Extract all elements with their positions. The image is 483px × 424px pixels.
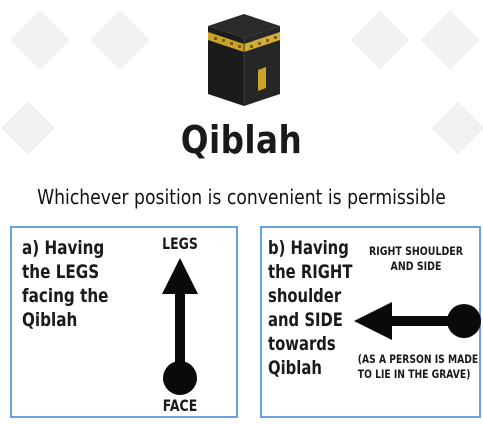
right-shoulder-label-line: AND SIDE — [390, 259, 442, 273]
panel-b-line: b) Having — [268, 237, 349, 259]
panel-a-line: the LEGS — [22, 261, 100, 283]
panel-a-line: facing the — [22, 285, 109, 307]
panel-a-line: a) Having — [22, 237, 105, 259]
panel-b-description: b) Having the RIGHT shoulder and SIDE to… — [268, 236, 352, 380]
panel-legs-facing-qiblah: a) Having the LEGS facing the Qiblah LEG… — [10, 226, 238, 418]
grave-note-line: TO LIE IN THE GRAVE) — [357, 367, 471, 381]
panel-a-line: Qiblah — [22, 309, 78, 331]
panel-b-line: the RIGHT — [268, 261, 353, 283]
page-subtitle: Whichever position is convenient is perm… — [37, 185, 446, 209]
face-label: FACE — [162, 396, 198, 415]
grave-note-label: (AS A PERSON IS MADE TO LIE IN THE GRAVE… — [357, 352, 479, 382]
grave-note-line: (AS A PERSON IS MADE — [357, 352, 479, 366]
right-shoulder-label: RIGHT SHOULDER AND SIDE — [362, 244, 470, 274]
kaaba-icon — [208, 14, 280, 106]
panel-right-shoulder-towards-qiblah: b) Having the RIGHT shoulder and SIDE to… — [260, 226, 481, 418]
arrow-up-icon — [162, 258, 198, 395]
panel-a-description: a) Having the LEGS facing the Qiblah — [22, 236, 108, 332]
panel-b-line: and SIDE — [268, 309, 343, 331]
panel-b-line: Qiblah — [268, 357, 322, 379]
page-title: Qiblah — [180, 118, 303, 162]
panel-b-line: shoulder — [268, 285, 342, 307]
arrow-left-icon — [354, 302, 481, 340]
panel-b-line: towards — [268, 333, 336, 355]
legs-label: LEGS — [162, 234, 198, 253]
right-shoulder-label-line: RIGHT SHOULDER — [368, 244, 464, 258]
